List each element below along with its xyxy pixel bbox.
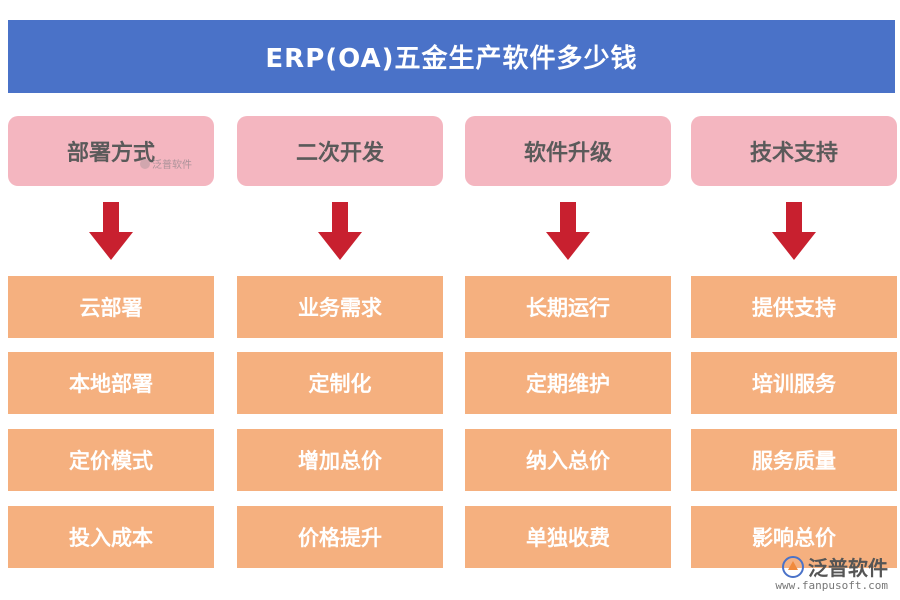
brand-name: 泛普软件 — [808, 556, 888, 580]
list-item: 投入成本 — [8, 506, 214, 568]
column-header: 二次开发 — [237, 116, 443, 186]
page-title: ERP(OA)五金生产软件多少钱 — [8, 20, 895, 93]
down-arrow-icon — [318, 202, 362, 260]
brand-logo-icon — [782, 555, 804, 578]
column-header-label: 二次开发 — [295, 141, 384, 166]
column-header-label: 软件升级 — [523, 141, 612, 166]
list-item: 定期维护 — [465, 352, 671, 414]
list-item: 服务质量 — [691, 429, 897, 491]
list-item: 提供支持 — [691, 276, 897, 338]
list-item: 培训服务 — [691, 352, 897, 414]
column-software-upgrade: 软件升级 长期运行 定期维护 纳入总价 单独收费 — [465, 116, 671, 568]
column-deployment: 部署方式 泛普软件 云部署 本地部署 定价模式 投入成本 — [8, 116, 214, 568]
list-item: 长期运行 — [465, 276, 671, 338]
column-header: 软件升级 — [465, 116, 671, 186]
list-item: 定价模式 — [8, 429, 214, 491]
list-item: 纳入总价 — [465, 429, 671, 491]
list-item: 定制化 — [237, 352, 443, 414]
brand-url: www.fanpusoft.com — [775, 579, 888, 592]
list-item: 本地部署 — [8, 352, 214, 414]
down-arrow-icon — [546, 202, 590, 260]
brand-watermark: 泛普软件 www.fanpusoft.com — [775, 552, 888, 592]
down-arrow-icon — [772, 202, 816, 260]
small-brand-watermark: 泛普软件 — [140, 156, 192, 171]
list-item: 价格提升 — [237, 506, 443, 568]
list-item: 增加总价 — [237, 429, 443, 491]
column-technical-support: 技术支持 提供支持 培训服务 服务质量 影响总价 — [691, 116, 897, 568]
column-header-label: 技术支持 — [749, 141, 838, 166]
list-item: 业务需求 — [237, 276, 443, 338]
column-header: 部署方式 泛普软件 — [8, 116, 214, 186]
list-item: 云部署 — [8, 276, 214, 338]
small-brand-text: 泛普软件 — [152, 160, 192, 171]
column-header: 技术支持 — [691, 116, 897, 186]
brand-logo-icon — [140, 158, 150, 169]
list-item: 单独收费 — [465, 506, 671, 568]
list-item: 影响总价 — [691, 506, 897, 568]
column-secondary-development: 二次开发 业务需求 定制化 增加总价 价格提升 — [237, 116, 443, 568]
down-arrow-icon — [89, 202, 133, 260]
